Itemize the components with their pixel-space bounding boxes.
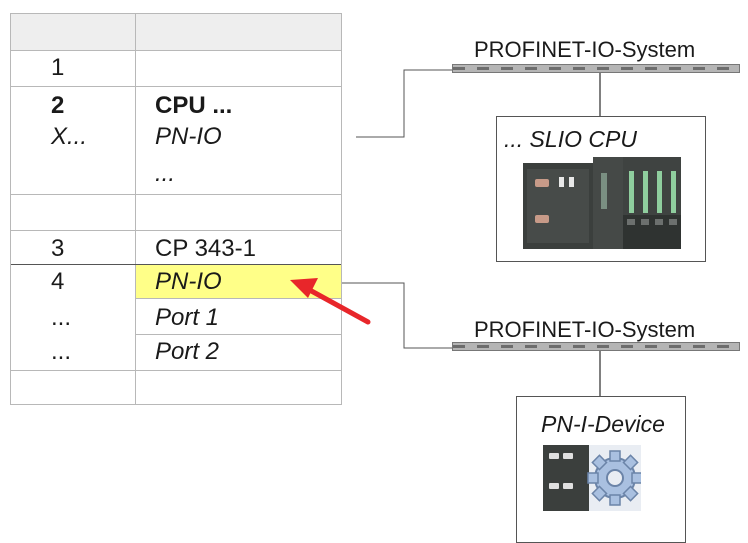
- slot-3[interactable]: 3: [51, 235, 65, 262]
- slio-cpu-module[interactable]: ... SLIO CPU: [496, 116, 706, 262]
- gear-device-icon: [543, 445, 641, 511]
- cp-pnio-connector: [342, 282, 452, 349]
- slio-cpu-label: ... SLIO CPU: [504, 126, 637, 152]
- profinet-bus-top[interactable]: [452, 64, 740, 73]
- pn-i-device-module[interactable]: PN-I-Device: [516, 396, 686, 543]
- column-separator: [135, 14, 136, 404]
- slot-2[interactable]: 2: [51, 92, 65, 119]
- module-cpu[interactable]: CPU ...: [155, 92, 233, 119]
- module-port2[interactable]: Port 2: [155, 338, 220, 365]
- profinet-bus-bottom[interactable]: [452, 342, 740, 351]
- slot-port1[interactable]: ...: [51, 304, 72, 331]
- slio-cpu-hardware-icon: [523, 157, 681, 249]
- slot-x[interactable]: X...: [51, 123, 88, 150]
- profinet-system-title-bottom: PROFINET-IO-System: [474, 317, 696, 342]
- slot-4[interactable]: 4: [51, 268, 65, 295]
- module-cpu-pnio[interactable]: PN-IO: [155, 123, 222, 150]
- pn-i-device-label: PN-I-Device: [541, 411, 665, 437]
- slot-1[interactable]: 1: [51, 54, 65, 81]
- cpu-pnio-connector: [356, 69, 452, 138]
- profinet-system-title-top: PROFINET-IO-System: [474, 37, 696, 62]
- red-arrow-icon: [290, 278, 371, 325]
- hardware-rack-table: 1 2 CPU ... X... PN-IO ... 3 CP 343-1 4 …: [10, 13, 342, 405]
- rack-header: [11, 14, 341, 51]
- module-cp343[interactable]: CP 343-1: [155, 235, 256, 262]
- module-cp-pnio[interactable]: PN-IO: [155, 268, 222, 295]
- module-port1[interactable]: Port 1: [155, 304, 220, 331]
- slot-port2[interactable]: ...: [51, 338, 72, 365]
- module-cpu-more[interactable]: ...: [155, 160, 176, 187]
